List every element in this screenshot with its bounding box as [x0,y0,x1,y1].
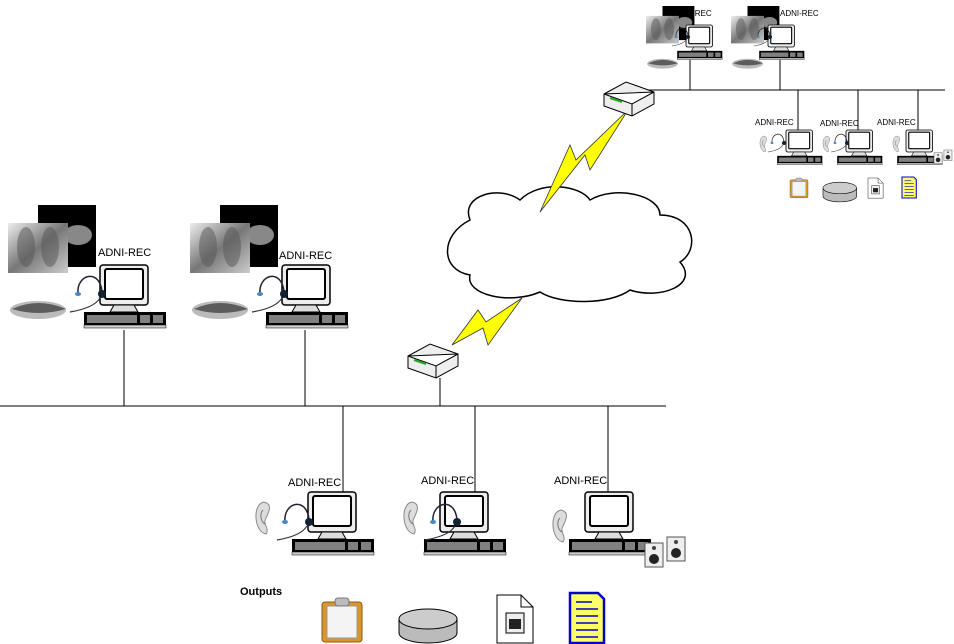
clipboard-icon [321,597,363,643]
computer-icon[interactable] [291,491,375,556]
local-router-icon [407,343,459,379]
workstation-label: ADNI-REC [877,118,916,127]
workstation-label: ADNI-REC [755,118,794,127]
speakers-icon [933,149,953,164]
headset-icon [767,133,787,153]
workstation-label: ADNI-REC [780,9,819,18]
spreadsheet-document-icon [867,177,884,199]
outputs-label: Outputs [240,586,282,598]
text-document-icon [568,591,606,644]
wireless-link-bottom [451,297,523,346]
workstation-label: ADNI-REC [279,250,332,262]
medical-images [8,205,96,319]
workstation-label: ADNI-REC [820,119,859,128]
workstation-label: ADNI-REC [288,477,341,489]
disk-icon [398,608,458,644]
workstation-label: ADNI-REC [98,247,151,259]
remote-router-icon [603,81,655,117]
disk-icon [822,181,857,203]
computer-icon[interactable] [83,264,167,329]
clipboard-icon [789,177,809,199]
workstation-label: ADNI-REC [673,9,712,18]
medical-images [190,205,278,319]
workstation-label: ADNI-REC [554,475,607,487]
computer-icon[interactable] [423,491,507,556]
computer-icon[interactable] [265,264,349,329]
computer-icon[interactable] [568,491,652,556]
remote-site: ADNI-REC ADNI-REC ADNI-REC ADNI-REC ADNI… [603,6,953,203]
ear-icon [892,135,900,153]
local-site: ADNI-REC ADNI-REC ADNI-REC ADNI-REC ADNI… [0,205,686,644]
wireless-link-top [539,109,629,213]
ear-icon [759,135,767,153]
ear-icon [552,509,567,543]
spreadsheet-document-icon [496,594,534,644]
computer-icon[interactable] [776,129,823,166]
ear-icon [403,501,418,535]
ear-icon [822,135,830,153]
text-document-icon [901,176,917,199]
wan-cloud [446,186,693,303]
workstation-label: ADNI-REC [421,475,474,487]
ear-icon [255,501,270,535]
